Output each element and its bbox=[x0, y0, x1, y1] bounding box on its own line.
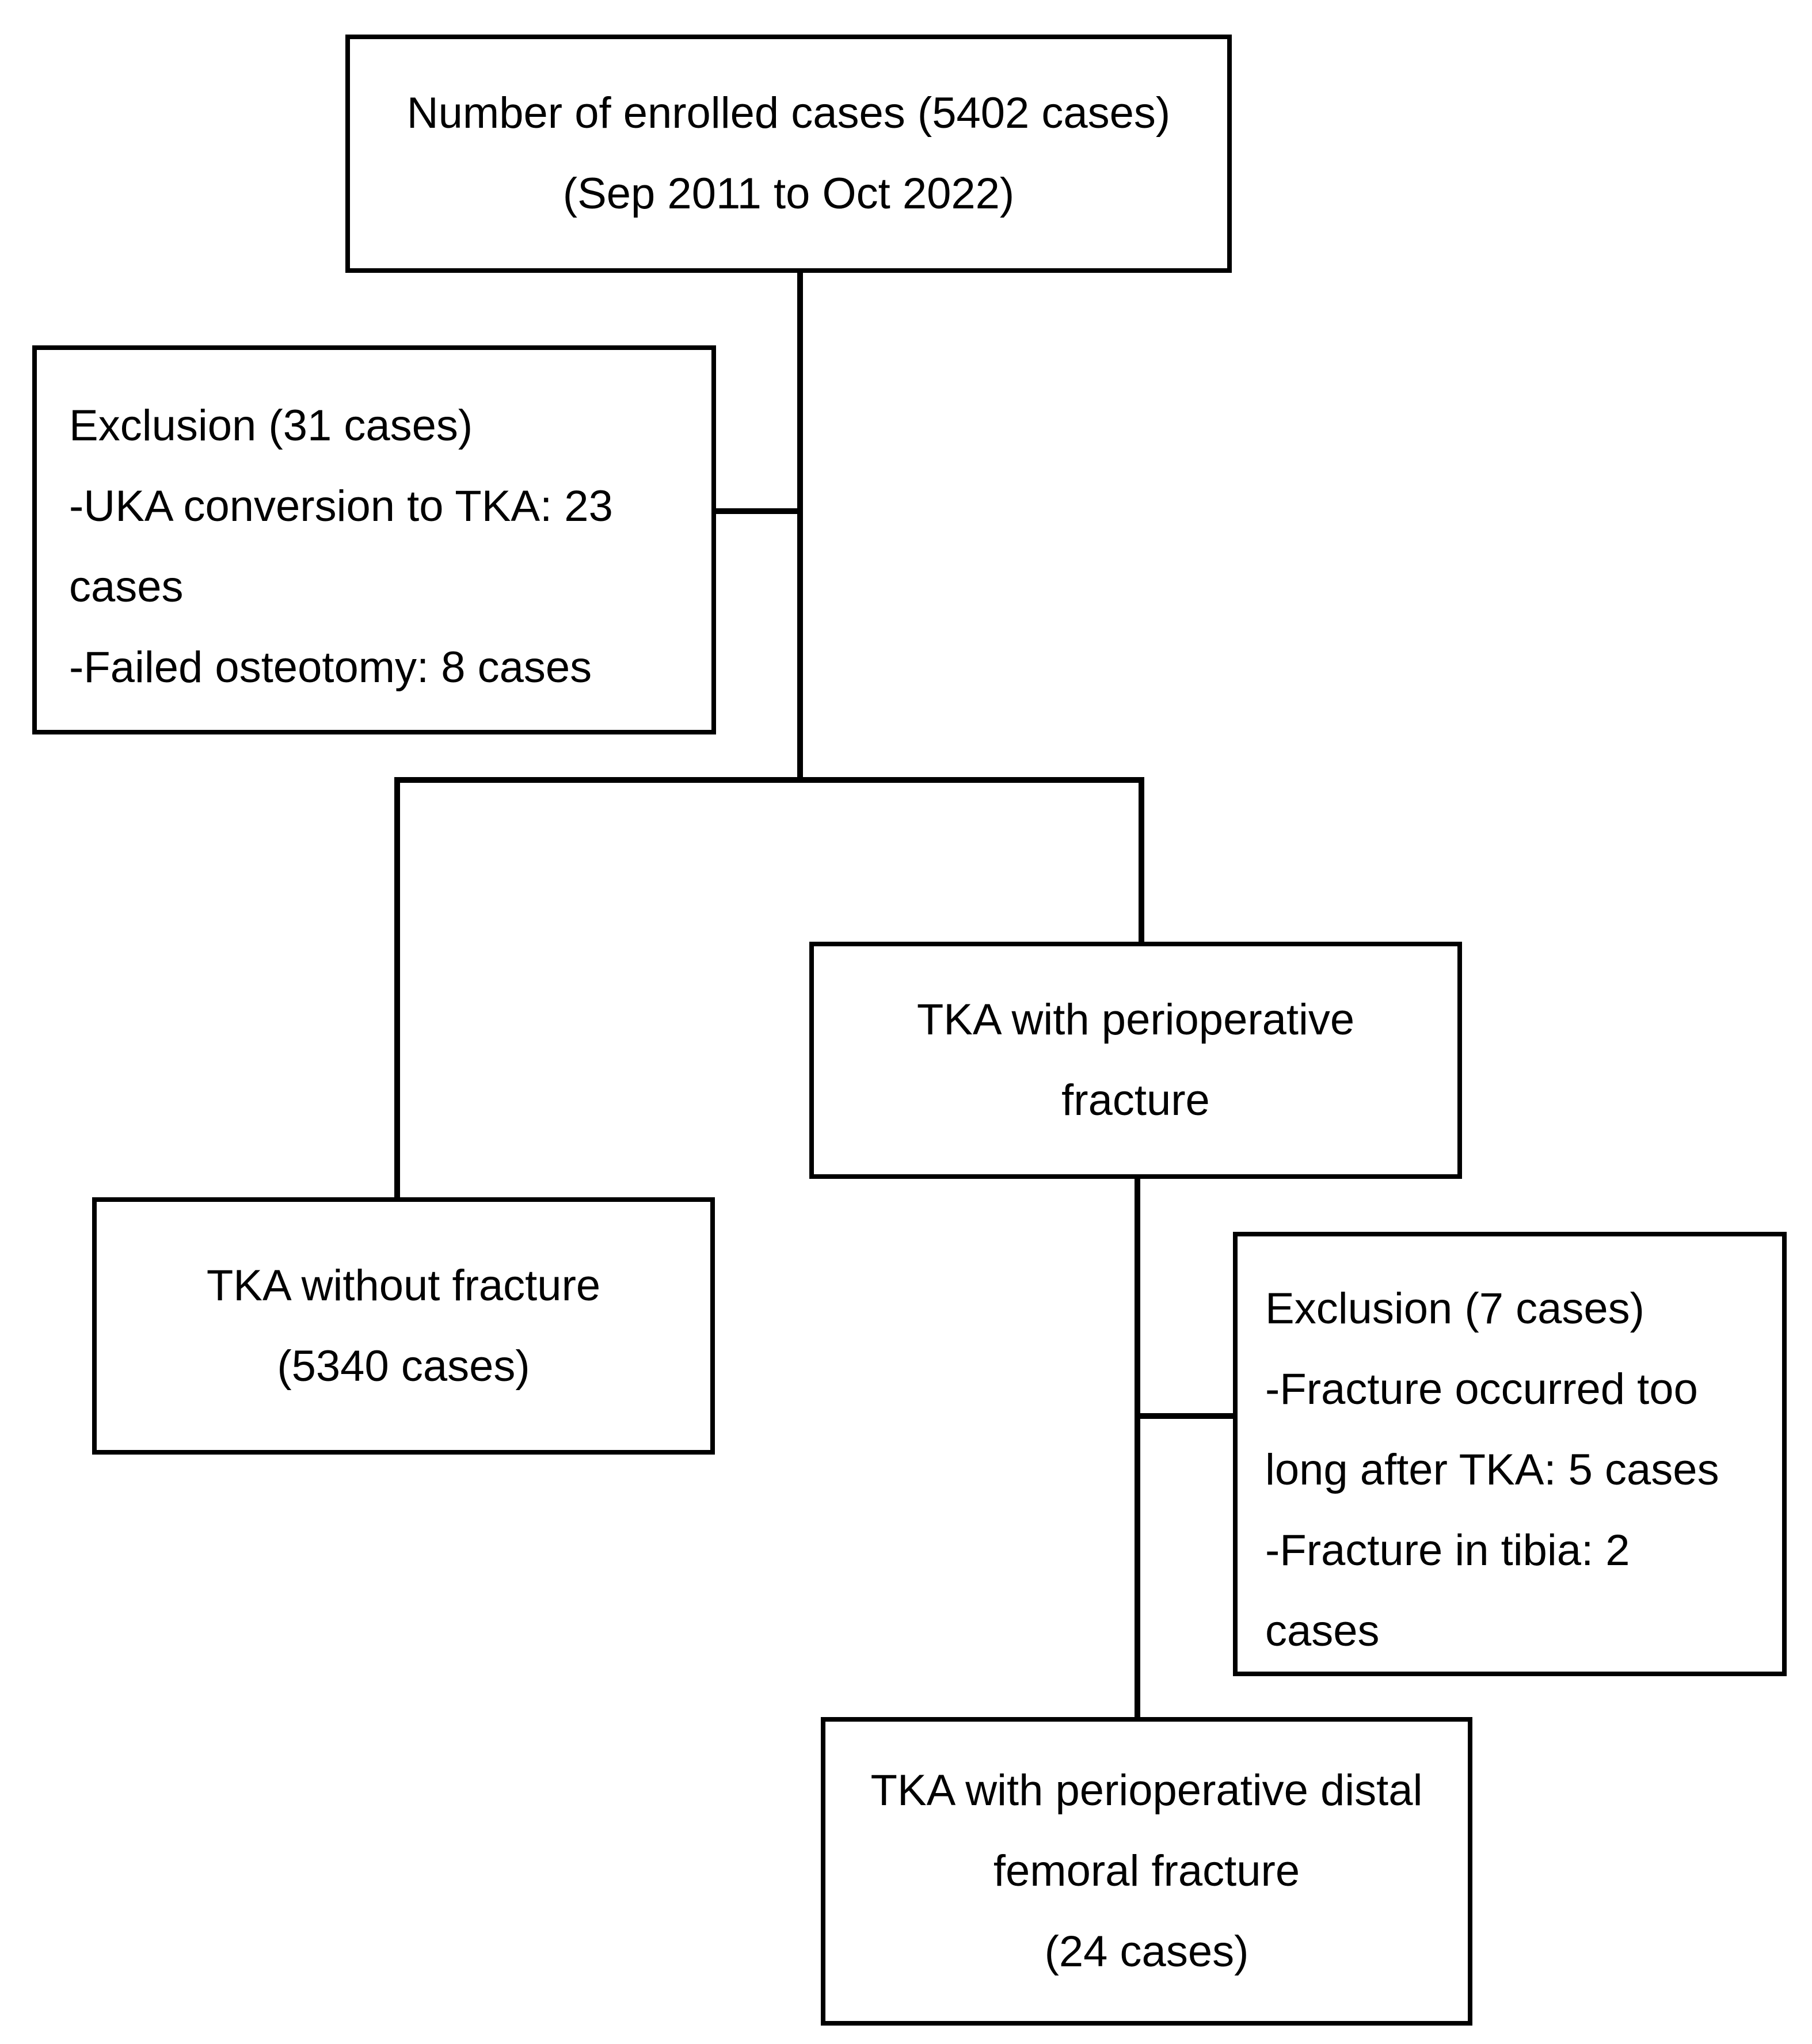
exclusion-fracture-item-late-wrap: long after TKA: 5 cases bbox=[1265, 1445, 1719, 1494]
box-exclusion-initial: Exclusion (31 cases) -UKA conversion to … bbox=[32, 345, 716, 734]
exclusion-initial-item-uka: -UKA conversion to TKA: 23 bbox=[69, 482, 613, 531]
connector-split-left-down-line bbox=[394, 777, 400, 1197]
tka-without-fracture-count: (5340 cases) bbox=[277, 1341, 530, 1391]
box-enrolled-cases: Number of enrolled cases (5402 cases) (S… bbox=[345, 35, 1232, 273]
connector-to-fracture-exclusion-line bbox=[1137, 1413, 1234, 1419]
connector-to-initial-exclusion-line bbox=[716, 508, 803, 514]
connector-enrolled-down-line bbox=[797, 273, 803, 783]
connector-split-line bbox=[394, 777, 1144, 783]
tka-with-fracture-text: TKA with perioperative bbox=[916, 995, 1355, 1044]
exclusion-fracture-item-late: -Fracture occurred too bbox=[1265, 1365, 1698, 1414]
enrolled-cases-text: Number of enrolled cases (5402 cases) bbox=[406, 89, 1171, 138]
exclusion-initial-title: Exclusion (31 cases) bbox=[69, 401, 473, 450]
box-exclusion-fracture: Exclusion (7 cases) -Fracture occurred t… bbox=[1233, 1232, 1787, 1676]
enrolled-period-text: (Sep 2011 to Oct 2022) bbox=[562, 169, 1015, 218]
tka-distal-femoral-text: TKA with perioperative distal bbox=[870, 1766, 1423, 1815]
exclusion-fracture-item-tibia: -Fracture in tibia: 2 bbox=[1265, 1526, 1630, 1575]
tka-with-fracture-text-wrap: fracture bbox=[1061, 1076, 1210, 1125]
tka-without-fracture-text: TKA without fracture bbox=[206, 1261, 601, 1310]
box-tka-distal-femoral-fracture: TKA with perioperative distal femoral fr… bbox=[821, 1717, 1472, 2026]
exclusion-fracture-item-tibia-wrap: cases bbox=[1265, 1607, 1380, 1655]
exclusion-initial-item-osteotomy: -Failed osteotomy: 8 cases bbox=[69, 643, 592, 692]
connector-split-right-down-line bbox=[1139, 777, 1144, 942]
tka-distal-femoral-count: (24 cases) bbox=[1044, 1927, 1249, 1976]
connector-fracture-down-line bbox=[1135, 1179, 1140, 1717]
exclusion-initial-item-uka-wrap: cases bbox=[69, 562, 184, 611]
tka-distal-femoral-text-wrap: femoral fracture bbox=[993, 1847, 1300, 1895]
box-tka-with-perioperative-fracture: TKA with perioperative fracture bbox=[809, 942, 1462, 1179]
exclusion-fracture-title: Exclusion (7 cases) bbox=[1265, 1284, 1644, 1333]
box-tka-without-fracture: TKA without fracture (5340 cases) bbox=[92, 1197, 715, 1455]
